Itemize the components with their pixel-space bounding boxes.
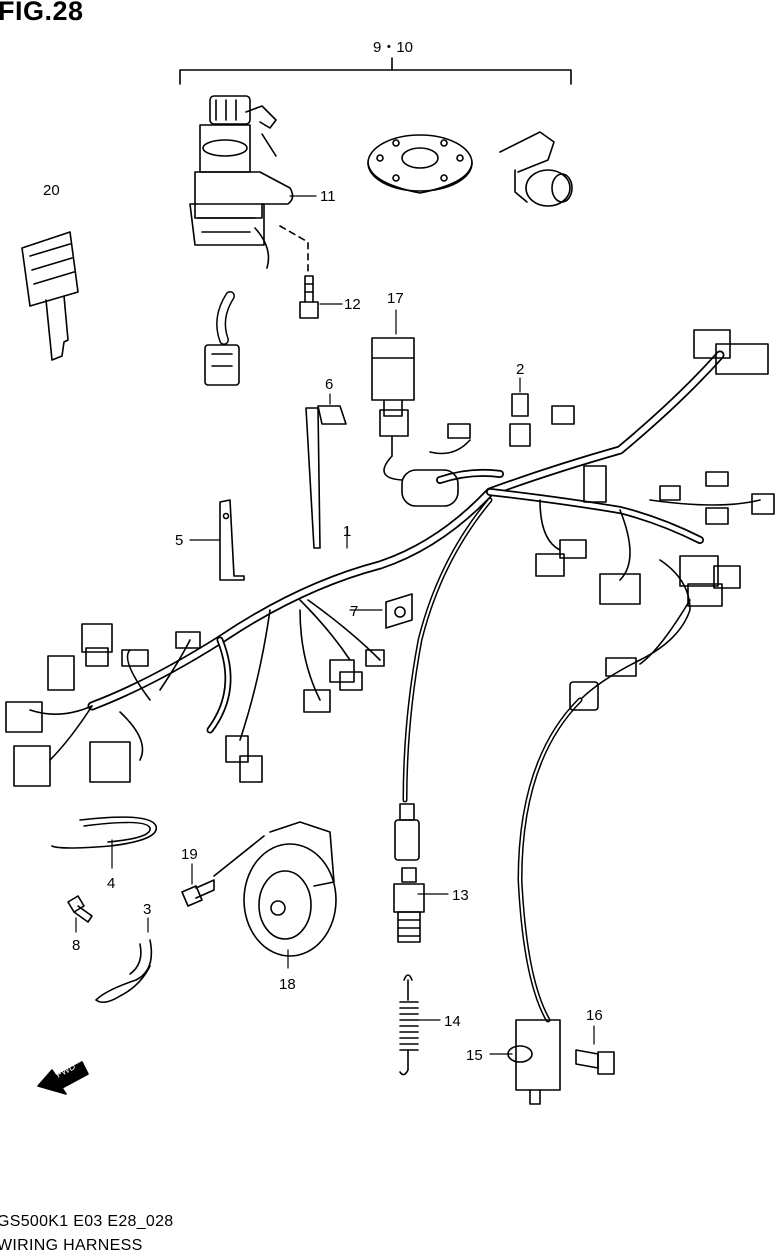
figure-code: GS500K1 E03 E28_028 bbox=[0, 1213, 174, 1230]
callout-16: 16 bbox=[586, 1007, 603, 1024]
clamp-7 bbox=[385, 593, 413, 629]
callout-12: 12 bbox=[344, 296, 361, 313]
side-stand-switch bbox=[507, 1019, 615, 1105]
wire-clamp-4 bbox=[51, 816, 157, 849]
relay bbox=[371, 337, 415, 457]
callout-14: 14 bbox=[444, 1013, 461, 1030]
callout-4: 4 bbox=[107, 875, 115, 892]
bolt-19 bbox=[181, 879, 215, 907]
leader-lines bbox=[75, 195, 595, 1055]
callout-7: 7 bbox=[350, 603, 358, 620]
figure-title: FIG.28 bbox=[0, 0, 84, 26]
clamp-6 bbox=[305, 405, 347, 549]
switch-lead bbox=[393, 497, 493, 943]
side-stand-lead bbox=[517, 599, 691, 1023]
spring bbox=[399, 974, 419, 1076]
bracket-9-10 bbox=[179, 57, 572, 85]
wiring-harness bbox=[29, 350, 761, 761]
fwd-arrow-icon bbox=[37, 1061, 89, 1095]
seat-lock bbox=[499, 131, 573, 207]
callout-17: 17 bbox=[387, 290, 404, 307]
harness-connectors bbox=[5, 329, 775, 787]
callout-11: 11 bbox=[320, 188, 336, 205]
figure-name: WIRING HARNESS bbox=[0, 1237, 143, 1254]
callout-18: 18 bbox=[279, 976, 296, 993]
callout-20: 20 bbox=[43, 182, 60, 199]
callout-3: 3 bbox=[143, 901, 151, 918]
callout-19: 19 bbox=[181, 846, 198, 863]
bracket-5 bbox=[219, 499, 245, 581]
callout-13: 13 bbox=[452, 887, 469, 904]
callout-9-10: 9・10 bbox=[373, 39, 413, 56]
bolt-8 bbox=[67, 895, 93, 923]
callout-2: 2 bbox=[516, 361, 524, 378]
callout-6: 6 bbox=[325, 376, 333, 393]
bolt-12 bbox=[279, 225, 319, 319]
horn bbox=[213, 821, 337, 957]
callout-8: 8 bbox=[72, 937, 80, 954]
callout-1: 1 bbox=[343, 523, 351, 540]
fuel-cap bbox=[367, 134, 473, 194]
callout-labels: 9・10 11 12 20 17 6 2 1 5 7 4 19 3 8 13 1… bbox=[43, 39, 603, 1080]
callout-15: 15 bbox=[466, 1047, 483, 1064]
clamp-3 bbox=[95, 939, 153, 1004]
key bbox=[21, 231, 79, 361]
ignition-switch bbox=[189, 95, 294, 386]
callout-5: 5 bbox=[175, 532, 183, 549]
